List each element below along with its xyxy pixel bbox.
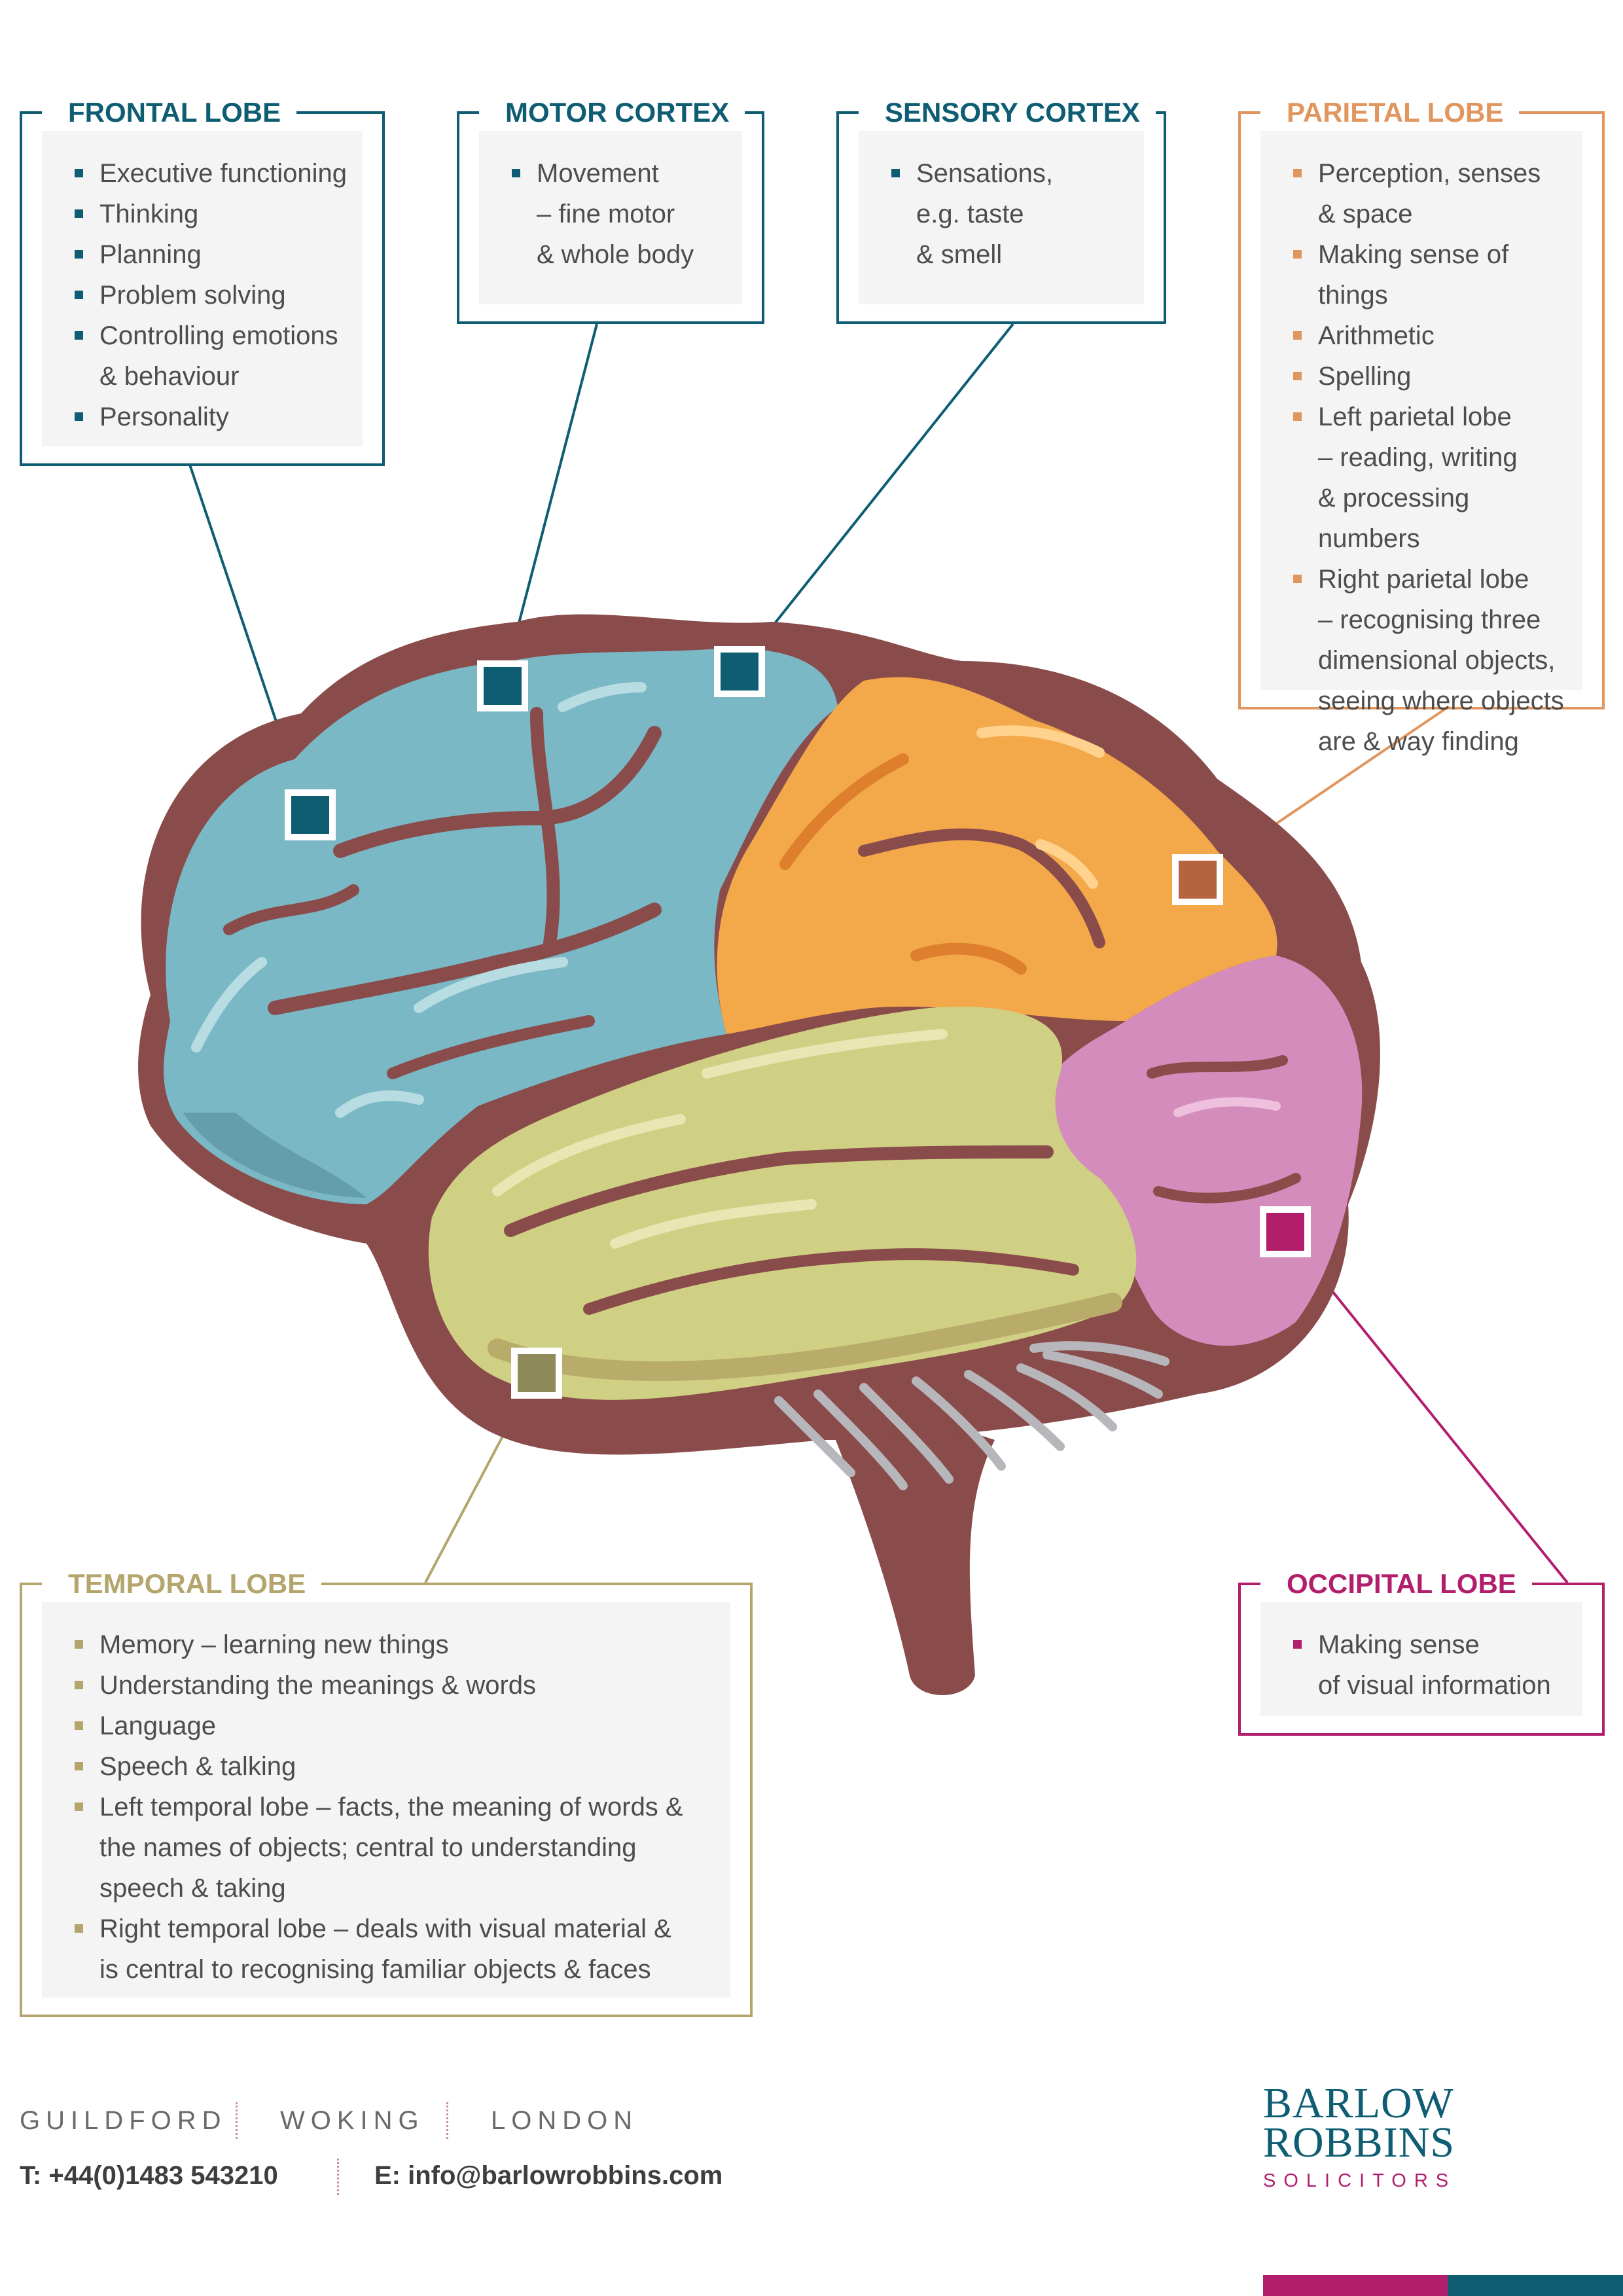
list-item: Left temporal lobe – facts, the meaning … [75,1787,717,1909]
list-item: Making sense of visual information [1293,1624,1569,1706]
sensory-connector [738,323,1014,669]
list-item: Thinking [75,194,349,234]
footer-divider [236,2102,238,2139]
city-woking: WOKING [280,2106,425,2135]
parietal-lobe-shape [717,677,1277,1034]
footer-phone[interactable]: T: +44(0)1483 543210 [20,2161,278,2190]
sensory-cortex-box: SENSORY CORTEX Sensations, e.g. taste & … [836,94,1166,324]
city-london: LONDON [491,2106,639,2135]
list-item: Language [75,1706,717,1746]
footer-divider [446,2102,448,2139]
frontal-marker[interactable] [285,789,336,840]
occipital-lobe-list: Making sense of visual information [1260,1602,1582,1706]
motor-marker[interactable] [477,660,528,711]
list-item: Sensations, e.g. taste & smell [891,153,1131,275]
temporal-lobe-box: TEMPORAL LOBE Memory – learning new thin… [20,1566,753,2017]
list-item: Memory – learning new things [75,1624,717,1665]
motor-cortex-title: MOTOR CORTEX [479,94,745,131]
list-item: Executive functioning [75,153,349,194]
list-item: Perception, senses & space [1293,153,1569,234]
sensory-cortex-title: SENSORY CORTEX [859,94,1156,131]
temporal-lobe-title: TEMPORAL LOBE [42,1566,322,1602]
logo-line-barlow: BARLOW [1263,2079,1454,2127]
list-item: Making sense of things [1293,234,1569,315]
footer-bar-magenta [1263,2275,1448,2296]
occipital-marker[interactable] [1260,1206,1311,1257]
parietal-lobe-title: PARIETAL LOBE [1260,94,1520,131]
footer-bar-teal [1448,2275,1623,2296]
list-item: Spelling [1293,356,1569,397]
motor-cortex-list: Movement – fine motor & whole body [479,131,742,275]
occipital-lobe-box: OCCIPITAL LOBE Making sense of visual in… [1238,1566,1605,1736]
sensory-cortex-list: Sensations, e.g. taste & smell [859,131,1144,275]
parietal-lobe-box: PARIETAL LOBE Perception, senses & space… [1238,94,1605,756]
list-item: Movement – fine motor & whole body [512,153,729,275]
brain-stem [812,1381,995,1695]
motor-cortex-box: MOTOR CORTEX Movement – fine motor & who… [457,94,764,324]
sensory-marker[interactable] [714,646,765,697]
list-item: Understanding the meanings & words [75,1665,717,1706]
temporal-marker[interactable] [511,1348,562,1399]
logo-solicitors: SOLICITORS [1263,2170,1457,2191]
footer-email[interactable]: E: info@barlowrobbins.com [374,2161,723,2190]
list-item: Left parietal lobe – reading, writing & … [1293,397,1569,559]
list-item: Controlling emotions & behaviour [75,315,349,397]
list-item: Planning [75,234,349,275]
parietal-marker[interactable] [1172,854,1223,905]
frontal-lobe-shape [164,648,838,1204]
barlow-robbins-logo[interactable]: BARLOW ROBBINS SOLICITORS [1263,2079,1457,2192]
footer-divider [337,2159,339,2195]
list-item: Personality [75,397,349,437]
city-guildford: GUILDFORD [20,2106,227,2135]
logo-line-robbins: ROBBINS [1263,2119,1455,2166]
occipital-lobe-title: OCCIPITAL LOBE [1260,1566,1532,1602]
list-item: Speech & talking [75,1746,717,1787]
cerebellum [774,1341,1169,1490]
list-item: Problem solving [75,275,349,315]
list-item: Arithmetic [1293,315,1569,356]
frontal-lobe-title: FRONTAL LOBE [42,94,297,131]
list-item: Right parietal lobe – recognising three … [1293,559,1569,762]
list-item: Right temporal lobe – deals with visual … [75,1909,717,1990]
